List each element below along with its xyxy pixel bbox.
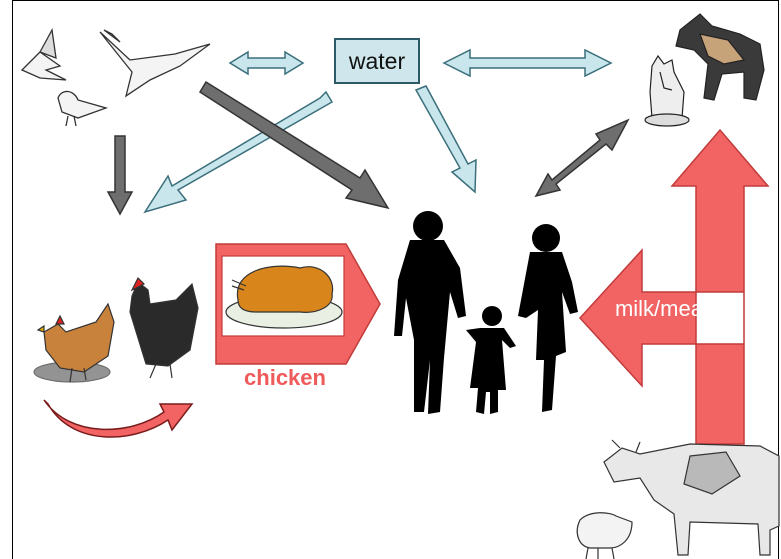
birds-to-poultry-arrow [108,136,132,214]
roast-chicken-illustration [222,256,344,336]
chicken-label: chicken [220,365,350,391]
water-pets-double-arrow [444,50,611,76]
water-birds-double-arrow [230,52,303,74]
pets-family-double-arrow [536,120,628,196]
cow-and-sheep-illustration [577,440,779,559]
cat-and-dog-illustration [645,14,764,126]
poultry-cycle-arrow [44,400,192,437]
water-node: water [334,38,420,84]
hen-and-rooster-illustration [34,278,198,382]
birds-to-family-arrow [200,82,388,208]
water-to-family-arrow [416,86,476,192]
milk-meat-label: milk/meat [582,296,742,322]
milk-meat-food-arrow [580,130,768,444]
family-silhouette [394,211,578,414]
wild-birds-illustration [22,30,210,126]
